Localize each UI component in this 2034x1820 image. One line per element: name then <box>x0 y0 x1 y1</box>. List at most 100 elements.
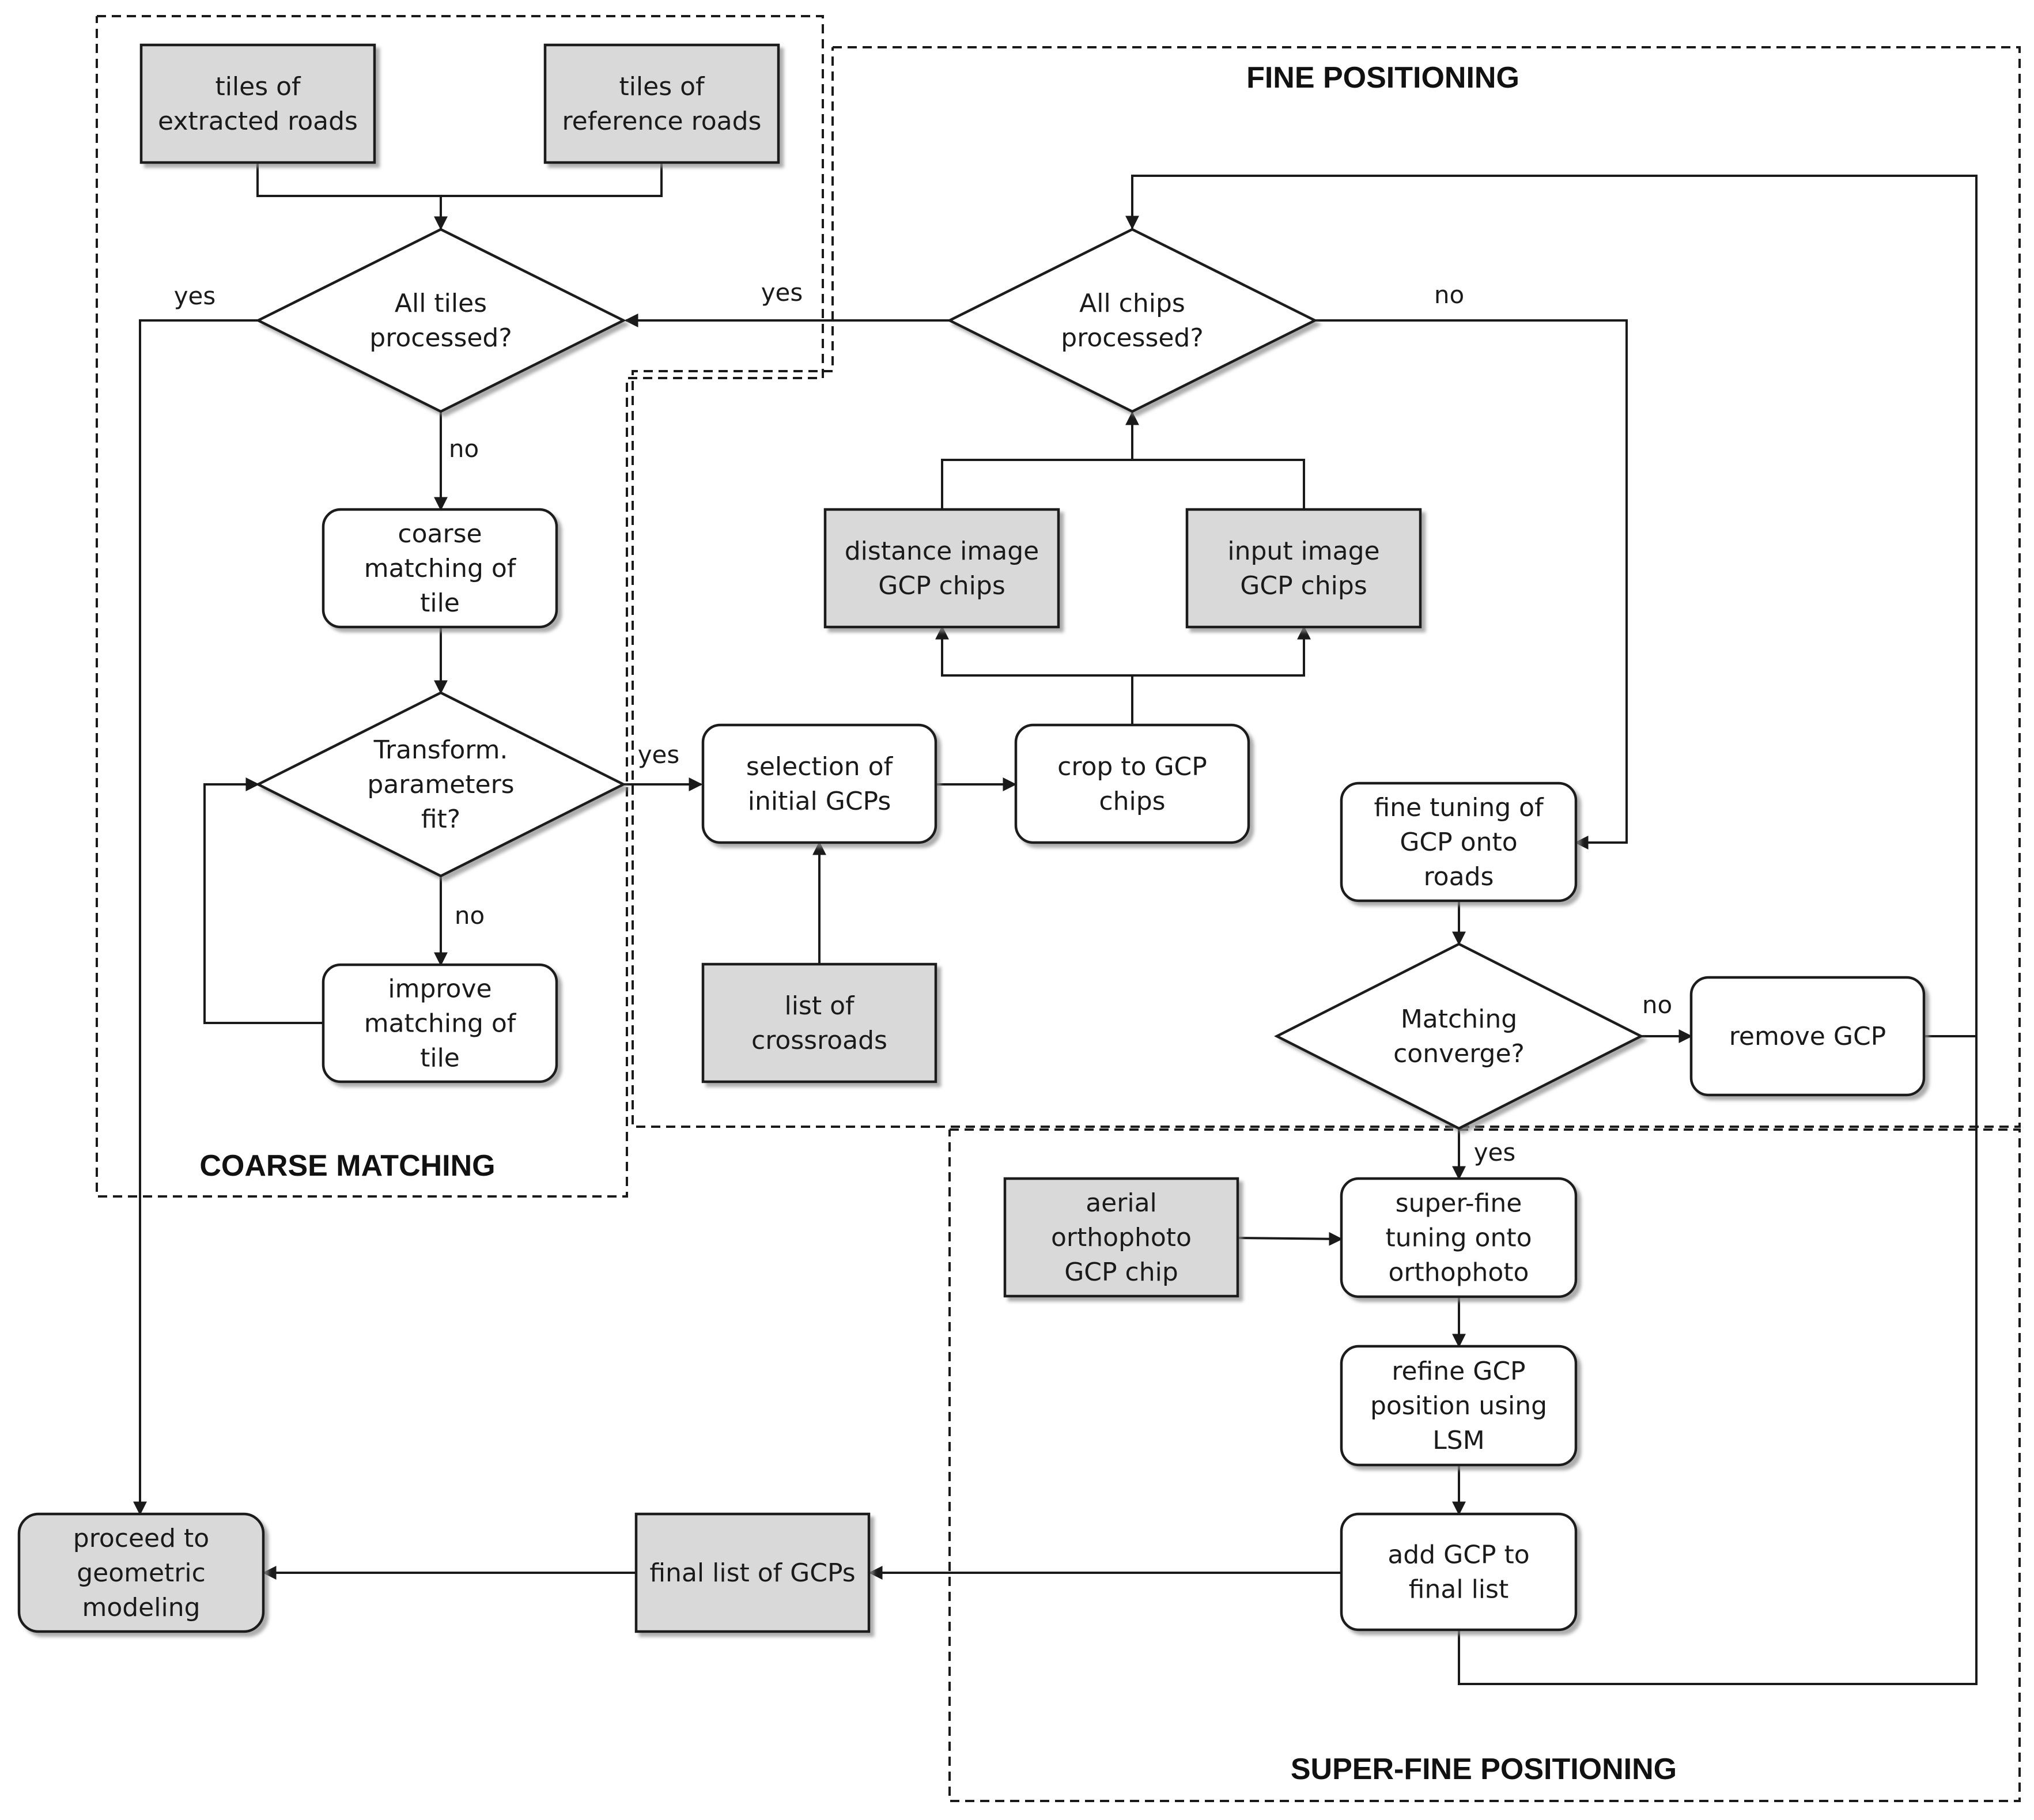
node-label: orthophoto <box>1389 1258 1529 1287</box>
edge-all-tiles-yes <box>133 319 258 1516</box>
label-all-tiles-yes: yes <box>174 282 216 310</box>
node-label: orthophoto <box>1051 1223 1192 1252</box>
node-shape <box>139 43 376 164</box>
node-coarse-match: coarse matching of tile <box>322 508 558 629</box>
edge-aerial-to-superfine <box>1237 1232 1343 1246</box>
node-add-gcp: add GCP to final list <box>1340 1512 1578 1632</box>
label-all-chips-no: no <box>1434 281 1464 309</box>
superfine-positioning-region <box>948 1128 2021 1802</box>
region-title-fine: FINE POSITIONING <box>1246 61 1519 95</box>
node-label: parameters <box>367 770 514 799</box>
node-label: Transform. <box>373 735 508 765</box>
node-shape <box>701 723 937 844</box>
node-shape <box>322 508 558 629</box>
coarse-matching-region <box>96 15 824 1198</box>
node-label: modeling <box>82 1593 200 1622</box>
node-remove-gcp: remove GCP <box>1689 976 1926 1097</box>
label-converge-yes: yes <box>1474 1138 1516 1166</box>
edges <box>133 163 1978 1685</box>
label-all-chips-yes: yes <box>761 278 803 307</box>
node-all-chips: All chips processed? <box>946 228 1318 413</box>
edge-distance-merge <box>941 459 1132 509</box>
node-label: extracted roads <box>158 107 358 136</box>
edge-add-loop <box>1458 1036 1978 1685</box>
node-label: position using <box>1370 1391 1547 1421</box>
region-title-superfine: SUPER-FINE POSITIONING <box>1291 1753 1677 1786</box>
node-label: final list of GCPs <box>649 1558 855 1588</box>
node-label: selection of <box>746 752 894 781</box>
edge-remove-loop <box>1125 175 1978 1037</box>
node-label: converge? <box>1393 1039 1525 1068</box>
node-shape <box>543 43 780 164</box>
node-label: GCP chip <box>1064 1258 1178 1287</box>
node-shape <box>1340 1512 1578 1632</box>
node-label: LSM <box>1432 1426 1484 1455</box>
node-label: tuning onto <box>1385 1224 1532 1253</box>
node-label: tile <box>420 1044 460 1073</box>
node-label: processed? <box>369 323 512 353</box>
label-transform-yes: yes <box>638 741 680 769</box>
node-label: add GCP to <box>1387 1540 1529 1570</box>
node-label: reference roads <box>562 107 762 136</box>
edge-input-to-all-chips <box>1125 411 1305 509</box>
label-all-tiles-no: no <box>449 435 479 463</box>
node-label: geometric <box>77 1558 206 1588</box>
node-shape <box>1274 942 1644 1130</box>
node-all-tiles: All tiles processed? <box>255 228 627 413</box>
node-label: GCP chips <box>1240 571 1367 601</box>
node-label: chips <box>1099 787 1165 816</box>
label-transform-no: no <box>455 901 485 930</box>
node-label: matching of <box>364 1009 517 1039</box>
node-label: fine tuning of <box>1374 793 1544 822</box>
edge-extracted-to-all-tiles <box>256 163 441 197</box>
node-label: processed? <box>1061 323 1203 353</box>
node-label: super-fine <box>1396 1189 1522 1218</box>
node-shape <box>1340 1177 1578 1298</box>
node-superfine-tuning: super-fine tuning onto orthophoto <box>1340 1177 1578 1298</box>
node-label: GCP onto <box>1400 828 1517 857</box>
node-shape <box>1340 1345 1578 1467</box>
edge-all-chips-no <box>1315 319 1628 849</box>
node-shape <box>1340 781 1578 903</box>
node-label: All chips <box>1079 289 1185 318</box>
node-final-list: final list of GCPs <box>634 1512 871 1633</box>
node-label: list of <box>784 991 855 1021</box>
node-shape <box>1003 1177 1239 1298</box>
node-label: initial GCPs <box>748 787 891 816</box>
node-label: roads <box>1424 862 1494 892</box>
node-selection-gcps: selection of initial GCPs <box>701 723 937 844</box>
region-title-coarse: COARSE MATCHING <box>199 1149 495 1183</box>
node-shape <box>1689 976 1926 1097</box>
node-label: distance image <box>845 537 1039 566</box>
node-label: GCP chips <box>878 571 1005 601</box>
node-label: input image <box>1227 537 1379 566</box>
node-label: final list <box>1409 1575 1509 1604</box>
node-label: All tiles <box>395 289 487 318</box>
node-shape <box>701 962 937 1083</box>
node-label: Matching <box>1401 1005 1517 1034</box>
edge-reference-to-all-tiles <box>434 163 663 231</box>
node-label: coarse <box>398 519 482 549</box>
node-label: refine GCP <box>1392 1357 1525 1386</box>
node-label: tile <box>420 588 460 618</box>
node-proceed-modeling: proceed to geometric modeling <box>17 1512 265 1633</box>
node-fine-tuning: fine tuning of GCP onto roads <box>1340 781 1578 903</box>
node-shape <box>634 1512 871 1633</box>
node-label: proceed to <box>73 1524 209 1553</box>
node-shape <box>1014 723 1250 844</box>
node-shape <box>823 508 1060 629</box>
node-shape <box>946 228 1318 413</box>
node-label: matching of <box>364 554 517 583</box>
node-label: fit? <box>421 805 460 834</box>
node-transform-fit: Transform. parameters fit? <box>255 691 627 878</box>
